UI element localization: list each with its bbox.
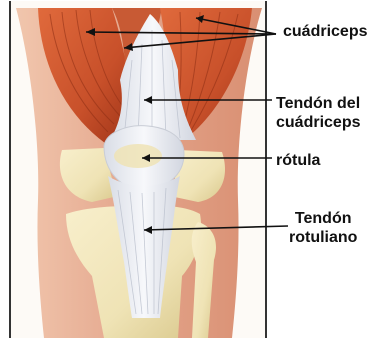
- label-patellar-tendon-line1: Tendón: [289, 209, 357, 228]
- label-patella: rótula: [276, 151, 320, 170]
- label-quadriceps-tendon-line1: Tendón del: [276, 94, 360, 113]
- label-quadriceps: cuádriceps: [283, 22, 367, 41]
- label-quadriceps-text: cuádriceps: [283, 22, 367, 41]
- label-patellar-tendon-line2: rotuliano: [289, 228, 357, 247]
- label-quadriceps-tendon: Tendón del cuádriceps: [276, 94, 360, 132]
- label-patella-text: rótula: [276, 151, 320, 170]
- label-quadriceps-tendon-line2: cuádriceps: [276, 113, 360, 132]
- label-patellar-tendon: Tendón rotuliano: [289, 209, 357, 247]
